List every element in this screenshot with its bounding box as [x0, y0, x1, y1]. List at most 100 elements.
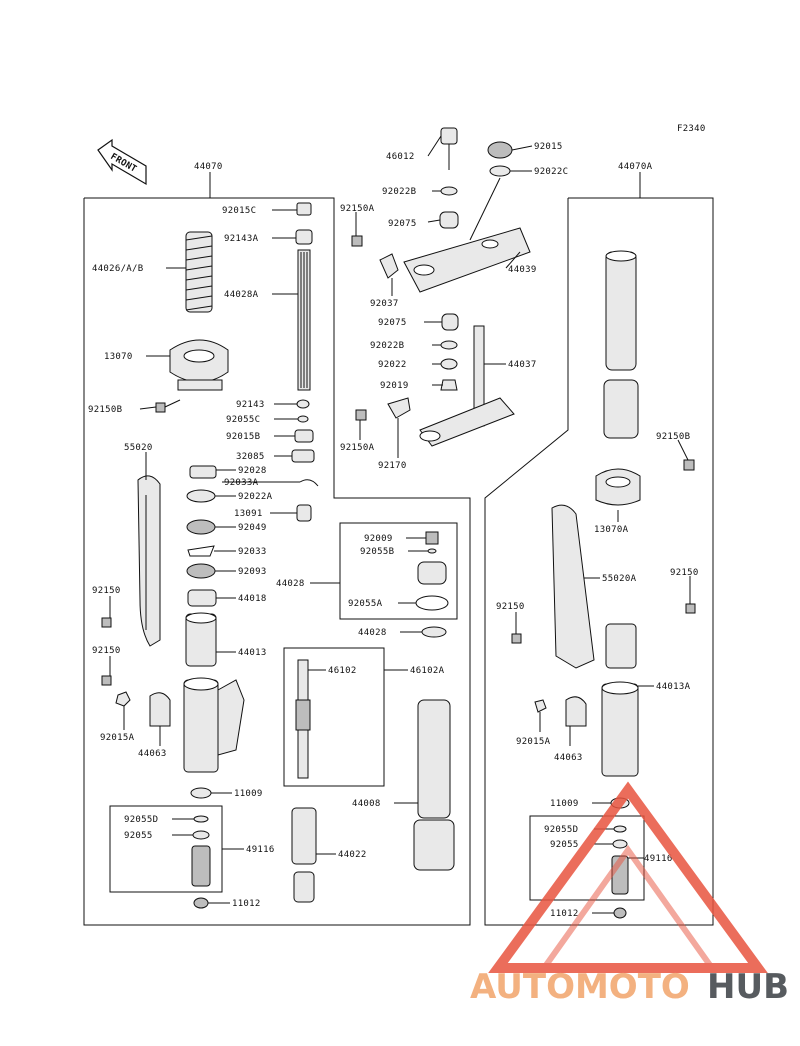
cap-44063 — [149, 692, 171, 727]
label-92022: 92022 — [378, 360, 407, 370]
screw-92009 — [425, 531, 439, 545]
label-44008: 44008 — [352, 799, 381, 809]
label-92150b-right: 92150B — [656, 432, 690, 442]
label-49116-right: 49116 — [644, 854, 673, 864]
nut-11012 — [193, 897, 209, 909]
upper-bracket-44039 — [403, 227, 531, 293]
oring-92055b — [427, 548, 437, 554]
label-13070a: 13070A — [594, 525, 629, 535]
label-55020a: 55020A — [602, 574, 637, 584]
cap-44063-right — [565, 696, 587, 727]
label-92055d: 92055D — [124, 815, 158, 825]
oring-92055d-right — [613, 825, 627, 833]
label-44028-box: 44028 — [276, 579, 305, 589]
fork-guard-55020a — [551, 504, 595, 669]
clamp-92170 — [387, 397, 411, 419]
clip-92033 — [187, 545, 215, 557]
bushing-92075 — [439, 211, 459, 229]
figure-code: F2340 — [677, 124, 706, 134]
oring-92055d — [193, 815, 209, 823]
nut-11012-right — [613, 907, 627, 919]
washer-92022b — [440, 186, 458, 196]
spacer-44022 — [291, 807, 317, 865]
label-92093: 92093 — [238, 567, 267, 577]
label-44070: 44070 — [194, 162, 223, 172]
label-92015c: 92015C — [222, 206, 256, 216]
spring — [185, 231, 213, 313]
label-92055c: 92055C — [226, 415, 260, 425]
label-92049: 92049 — [238, 523, 267, 533]
oring-92055c — [297, 415, 309, 423]
washer-92022a — [186, 489, 216, 503]
cap-92015c — [296, 202, 312, 216]
label-46012: 46012 — [386, 152, 415, 162]
label-92075-lower: 92075 — [378, 318, 407, 328]
label-92022b: 92022B — [382, 187, 416, 197]
bushing-92075-lower — [441, 313, 459, 331]
clamp-92037 — [379, 253, 399, 279]
bolt-92150-lower — [101, 675, 112, 686]
label-55020: 55020 — [124, 443, 153, 453]
label-11009: 11009 — [234, 789, 263, 799]
label-11012-right: 11012 — [550, 909, 579, 919]
screw-13091 — [296, 504, 312, 522]
outer-tube-44013a — [601, 681, 639, 777]
watermark-logo: AUTOMOTO HUB — [470, 781, 789, 1007]
washer-11009 — [190, 787, 212, 799]
oring-92055-right — [612, 839, 628, 849]
label-92028: 92028 — [238, 466, 267, 476]
label-44039: 44039 — [508, 265, 537, 275]
bushing-44018 — [187, 589, 217, 607]
label-44063-right: 44063 — [554, 753, 583, 763]
oring-92055a — [415, 595, 449, 611]
label-92019: 92019 — [380, 381, 409, 391]
clip-92033a — [299, 479, 319, 487]
label-92015a: 92015A — [100, 733, 135, 743]
bolt-92150-right-lower — [511, 633, 522, 644]
label-44026: 44026/A/B — [92, 264, 143, 274]
label-92022a: 92022A — [238, 492, 273, 502]
front-direction-arrow: FRONT — [97, 138, 147, 186]
bolt-92150a — [351, 235, 363, 247]
label-44070a: 44070A — [618, 162, 653, 172]
fork-tube-right — [603, 250, 639, 439]
washer-92143 — [296, 399, 310, 409]
label-44018: 44018 — [238, 594, 267, 604]
fork-guard-55020 — [137, 475, 161, 647]
damper-rod — [297, 249, 311, 391]
label-92055-right: 92055 — [550, 840, 579, 850]
collar-92143a — [295, 229, 313, 245]
label-13070: 13070 — [104, 352, 133, 362]
label-44037: 44037 — [508, 360, 537, 370]
bolt-92150-right-upper — [685, 603, 696, 614]
bolt-92150b — [155, 399, 181, 413]
inner-tube-right — [605, 623, 637, 669]
bearing-92015 — [487, 141, 513, 159]
stud-46012 — [440, 127, 458, 170]
label-44063: 44063 — [138, 749, 167, 759]
label-92143: 92143 — [236, 400, 265, 410]
label-11009-right: 11009 — [550, 799, 579, 809]
label-92150a: 92150A — [340, 204, 375, 214]
label-46102a: 46102A — [410, 666, 445, 676]
stem-44037 — [419, 325, 515, 447]
label-92055a: 92055A — [348, 599, 383, 609]
label-92037: 92037 — [370, 299, 399, 309]
label-92143a: 92143A — [224, 234, 259, 244]
label-92055b: 92055B — [360, 547, 394, 557]
seal-92049 — [186, 519, 216, 535]
label-92150a-lower: 92150A — [340, 443, 375, 453]
label-44013a: 44013A — [656, 682, 691, 692]
label-92150: 92150 — [92, 586, 121, 596]
label-92055: 92055 — [124, 831, 153, 841]
label-92015: 92015 — [534, 142, 563, 152]
washer-92022 — [440, 358, 458, 370]
label-44013: 44013 — [238, 648, 267, 658]
label-92150-lower: 92150 — [92, 646, 121, 656]
clamp-13070 — [169, 339, 229, 391]
cylinder-44008 — [417, 699, 451, 819]
clamp-13070a — [595, 468, 641, 506]
right-fork-boundary — [484, 197, 714, 926]
label-92150-right-lower: 92150 — [496, 602, 525, 612]
